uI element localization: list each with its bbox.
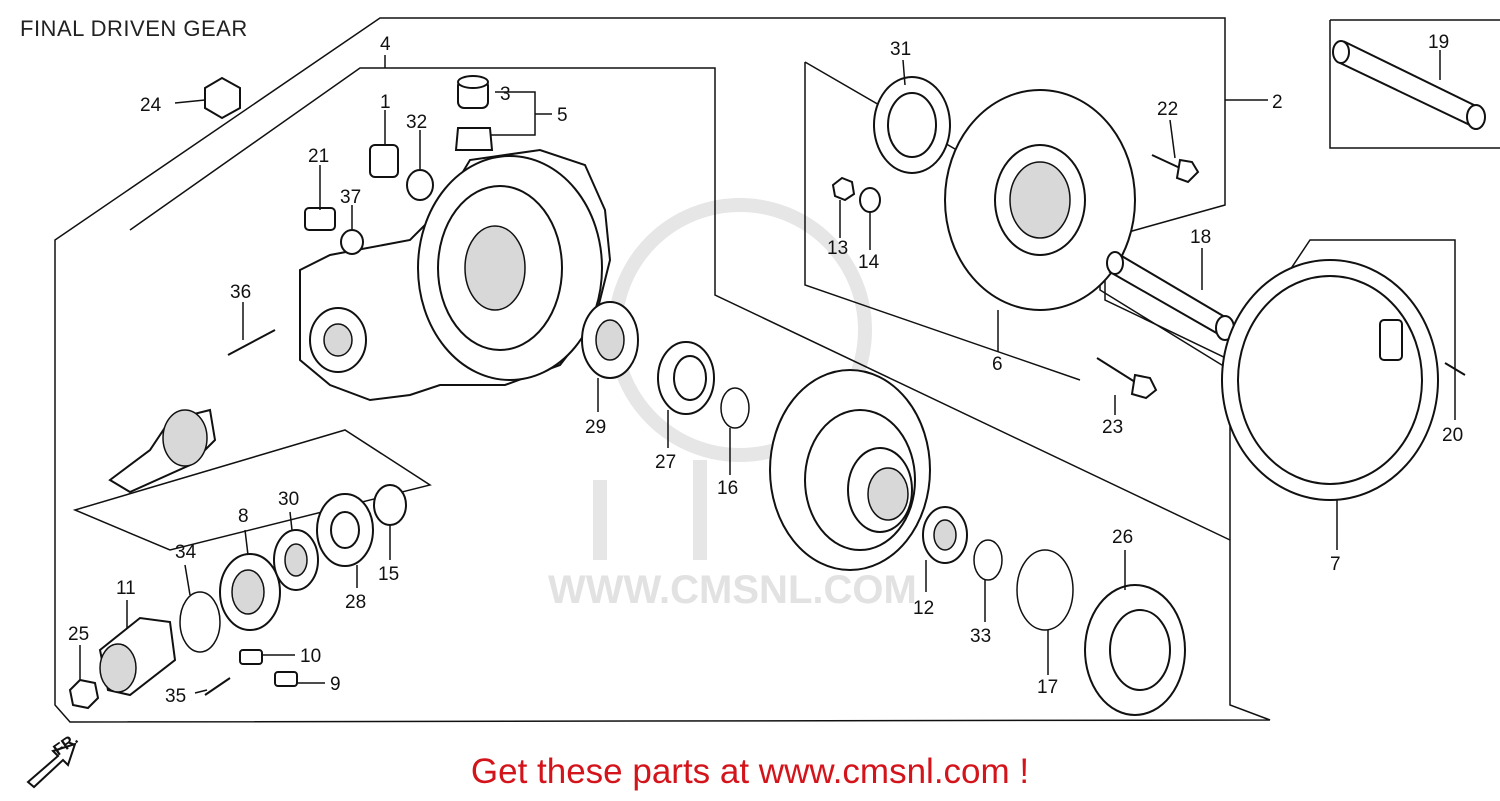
pipes	[1106, 40, 1486, 341]
part-label-35: 35	[165, 686, 186, 707]
part-label-4: 4	[380, 34, 391, 55]
part-label-37: 37	[340, 187, 361, 208]
part-label-19: 19	[1428, 32, 1449, 53]
right-lower-parts	[922, 506, 1186, 716]
bolts-right	[1096, 154, 1466, 400]
part-label-15: 15	[378, 564, 399, 585]
cover-and-seal	[831, 76, 1136, 311]
part-label-17: 17	[1037, 677, 1058, 698]
part-label-13: 13	[827, 238, 848, 259]
pinion-shaft	[108, 408, 217, 494]
leader-lines	[79, 50, 1456, 694]
part-label-11: 11	[116, 578, 136, 599]
part-label-12: 12	[913, 598, 934, 619]
part-label-31: 31	[890, 39, 911, 60]
part-label-10: 10	[300, 646, 321, 667]
small-fasteners-upper-left	[227, 144, 434, 356]
part-label-22: 22	[1157, 99, 1178, 120]
lower-left-bearings	[219, 484, 407, 631]
part-label-34: 34	[175, 542, 197, 563]
assembly-outlines	[54, 17, 1500, 723]
part-label-2: 2	[1272, 92, 1283, 113]
part-label-32: 32	[406, 112, 427, 133]
cap	[457, 75, 489, 109]
gear-case	[299, 127, 612, 402]
part-label-27: 27	[655, 452, 676, 473]
part-label-29: 29	[585, 417, 606, 438]
page-title: FINAL DRIVEN GEAR	[20, 16, 248, 41]
part-label-3: 3	[500, 84, 511, 105]
watermark-text: WWW.CMSNL.COM	[548, 568, 917, 612]
final-driven-gear	[769, 369, 931, 571]
part-label-18: 18	[1190, 227, 1211, 248]
part-label-25: 25	[68, 624, 89, 645]
part-label-9: 9	[330, 674, 341, 695]
center-bearings	[581, 301, 750, 429]
part-label-6: 6	[992, 354, 1003, 375]
part-label-21: 21	[308, 146, 329, 167]
promo-link-text[interactable]: Get these parts at www.cmsnl.com !	[470, 752, 1030, 791]
part-label-14: 14	[858, 252, 880, 273]
part-label-5: 5	[557, 105, 568, 126]
part-label-33: 33	[970, 626, 991, 647]
part-label-24: 24	[140, 95, 162, 116]
part-label-20: 20	[1442, 425, 1463, 446]
part-label-36: 36	[230, 282, 251, 303]
part-label-23: 23	[1102, 417, 1123, 438]
part-label-28: 28	[345, 592, 366, 613]
part-label-7: 7	[1330, 554, 1341, 575]
part-label-16: 16	[717, 478, 738, 499]
part-number-labels: 4 24 3 5 1 32 21 37 36 31 2 22 19 18 13 …	[68, 32, 1463, 707]
part-label-1: 1	[380, 92, 391, 113]
nut	[204, 76, 241, 120]
drum-cover	[1221, 259, 1439, 501]
part-label-30: 30	[278, 489, 299, 510]
part-label-8: 8	[238, 506, 249, 527]
part-label-26: 26	[1112, 527, 1133, 548]
